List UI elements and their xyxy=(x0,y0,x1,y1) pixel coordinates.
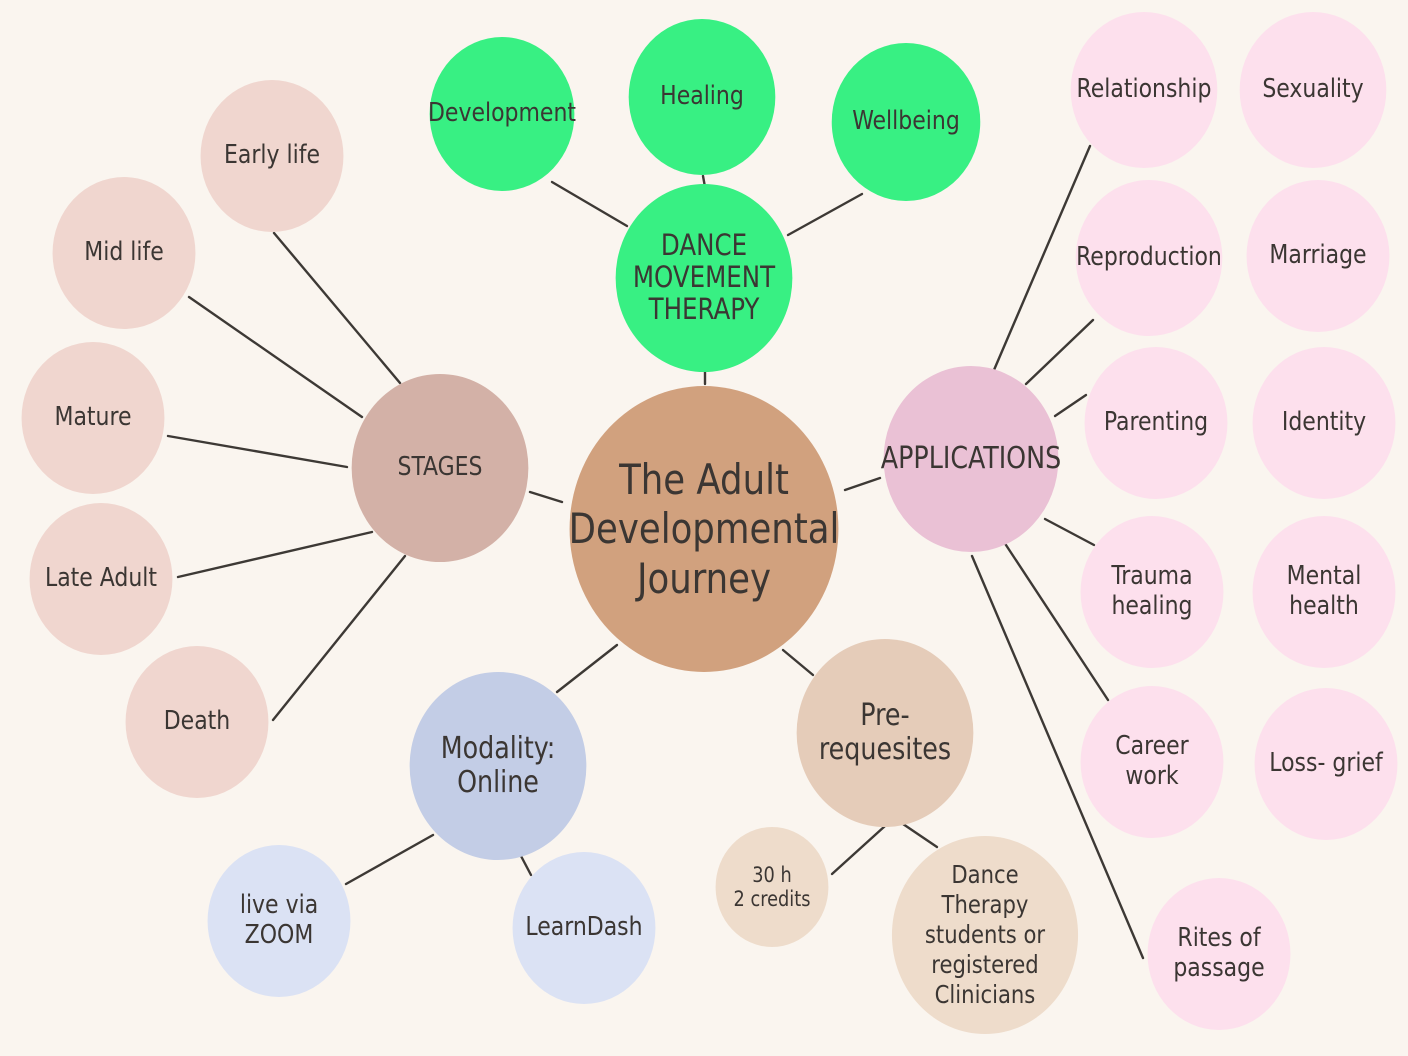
prereq-item-students-clinicians: Dance Therapy students or registered Cli… xyxy=(891,836,1079,1034)
stage-item-death: Death xyxy=(125,646,269,798)
app-item-identity: Identity xyxy=(1252,347,1396,499)
central-topic-node: The Adult Developmental Journey xyxy=(569,386,839,672)
connector-center-stages xyxy=(528,490,564,504)
connector-app-relationship xyxy=(992,144,1092,372)
app-item-reproduction: Reproduction xyxy=(1075,180,1223,336)
prerequisites-node: Pre- requesites xyxy=(796,639,974,827)
connector-stages-late-adult xyxy=(176,530,374,579)
dmt-item-healing: Healing xyxy=(628,19,776,175)
stages-node: STAGES xyxy=(351,374,529,562)
applications-node: APPLICATIONS xyxy=(881,366,1061,552)
stage-item-early-life: Early life xyxy=(200,80,344,232)
connector-stages-early-life xyxy=(272,231,402,385)
connector-center-modality xyxy=(555,643,619,694)
connector-modality-zoom xyxy=(344,833,435,886)
connector-app-parenting xyxy=(1053,393,1088,418)
connector-app-rites xyxy=(970,554,1145,960)
modality-node: Modality: Online xyxy=(409,672,587,860)
modality-item-learndash: LearnDash xyxy=(512,852,656,1004)
app-item-parenting: Parenting xyxy=(1084,347,1228,499)
connector-center-applications xyxy=(843,476,882,492)
connector-stages-mature xyxy=(166,434,349,469)
app-item-career-work: Career work xyxy=(1080,686,1224,838)
dmt-item-development: Development xyxy=(428,37,576,191)
connector-app-reproduction xyxy=(1024,318,1095,386)
connector-dmt-development xyxy=(550,180,629,228)
connector-stages-death xyxy=(271,554,407,722)
app-item-trauma-healing: Trauma healing xyxy=(1080,516,1224,668)
stage-item-mature: Mature xyxy=(21,342,165,494)
connector-stages-mid-life xyxy=(187,295,364,419)
connector-dmt-wellbeing xyxy=(786,192,864,237)
modality-item-zoom: live via ZOOM xyxy=(207,845,351,997)
dmt-item-wellbeing: Wellbeing xyxy=(831,43,981,201)
dance-movement-therapy-node: DANCE MOVEMENT THERAPY xyxy=(615,184,793,372)
stage-item-mid-life: Mid life xyxy=(52,177,196,329)
app-item-loss-grief: Loss- grief xyxy=(1254,688,1398,840)
prereq-item-credits: 30 h 2 credits xyxy=(715,827,829,947)
connector-modality-learndash xyxy=(519,854,533,877)
connector-pre-students xyxy=(901,822,939,849)
app-item-relationship: Relationship xyxy=(1070,12,1218,168)
connector-app-trauma xyxy=(1043,517,1096,547)
stage-item-late-adult: Late Adult xyxy=(29,503,173,655)
app-item-sexuality: Sexuality xyxy=(1239,12,1387,168)
connector-app-career xyxy=(1002,540,1110,702)
app-item-marriage: Marriage xyxy=(1246,180,1390,332)
connector-center-prerequisites xyxy=(781,648,815,677)
connector-pre-credits xyxy=(830,824,887,876)
app-item-rites-of-passage: Rites of passage xyxy=(1147,878,1291,1030)
app-item-mental-health: Mental health xyxy=(1252,516,1396,668)
